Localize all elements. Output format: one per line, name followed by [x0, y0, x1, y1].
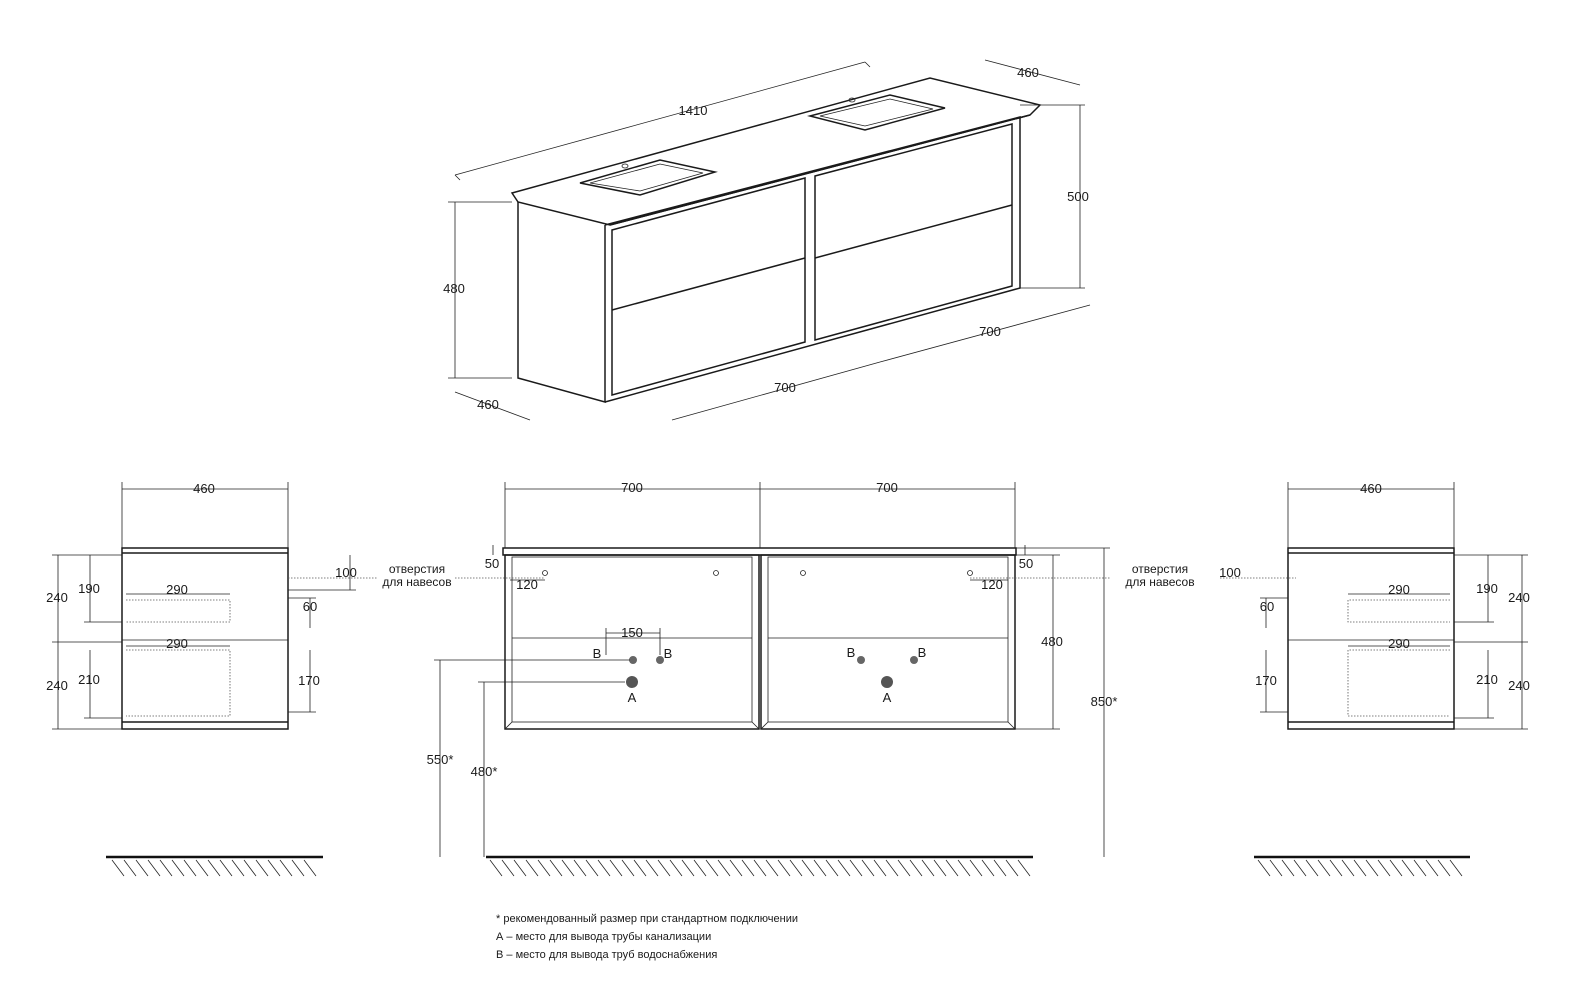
side-right-lower-height-label: 240: [1508, 678, 1530, 693]
front-top-offset-left-label: 50: [485, 556, 499, 571]
pipe-supply-left-2: [656, 656, 664, 664]
side-right-holes-label-1: отверстия: [1132, 562, 1188, 576]
pipe-supply-right-1: [857, 656, 865, 664]
side-right-gap-label: 60: [1260, 599, 1274, 614]
front-side-offset-right-label: 120: [981, 577, 1003, 592]
label-b-right-2: B: [918, 645, 927, 660]
side-left-drawer2-height-label: 210: [78, 672, 100, 687]
side-left-width-label: 460: [193, 481, 215, 496]
front-total-height-label: 850*: [1091, 694, 1118, 709]
side-left-gap-label: 60: [303, 599, 317, 614]
front-width-right-label: 700: [876, 480, 898, 495]
pipe-supply-left-1: [629, 656, 637, 664]
side-left-hole-offset-label: 100: [335, 565, 357, 580]
label-b-right-1: B: [847, 645, 856, 660]
side-right-drawer2-depth-label: 290: [1388, 636, 1410, 651]
side-right-holes-label-2: для навесов: [1125, 575, 1194, 589]
iso-cabinet-side: [517, 202, 606, 403]
iso-length-label: 1410: [679, 103, 708, 118]
iso-countertop: [510, 77, 1042, 226]
iso-depth-bottom-label: 460: [477, 397, 499, 412]
side-right-hole-offset-label: 100: [1219, 565, 1241, 580]
iso-cabinet-front: [604, 116, 1021, 403]
note-recommended: * рекомендованный размер при стандартном…: [496, 913, 798, 925]
front-side-offset-left-label: 120: [516, 577, 538, 592]
iso-sink-right: [807, 94, 946, 131]
side-right-drawer1-height-label: 190: [1476, 581, 1498, 596]
label-a-right: A: [883, 690, 892, 705]
note-a: А – место для вывода трубы канализации: [496, 931, 712, 943]
side-view-left: 460 240 240 190 210 290 290 100 60 170 о…: [46, 481, 452, 877]
pipe-drain-right: [881, 676, 893, 688]
side-view-right: 460 240 240 190 210 290 290 100 60 170 о…: [1125, 481, 1530, 877]
label-a-left: A: [628, 690, 637, 705]
label-b-left-1: B: [593, 646, 602, 661]
side-right-inner-height-label: 170: [1255, 673, 1277, 688]
iso-sink-left: [579, 159, 718, 196]
iso-height-body-label: 480: [443, 281, 465, 296]
side-right-drawer1-depth-label: 290: [1388, 582, 1410, 597]
front-body-height-label: 480: [1041, 634, 1063, 649]
side-left-upper-height-label: 240: [46, 590, 68, 605]
front-supply-height-label: 480*: [471, 764, 498, 779]
side-left-drawer1-depth-label: 290: [166, 582, 188, 597]
pipe-supply-right-2: [910, 656, 918, 664]
pipe-drain-left: [626, 676, 638, 688]
ground-hatch-center: [489, 859, 1031, 877]
label-b-left-2: B: [664, 646, 673, 661]
iso-height-total-label: 500: [1067, 189, 1089, 204]
front-drain-height-label: 550*: [427, 752, 454, 767]
iso-width-left-label: 700: [774, 380, 796, 395]
note-b: В – место для вывода труб водоснабжения: [496, 949, 718, 961]
isometric-view: 1410 460 500 480 460 700 700: [443, 59, 1091, 421]
side-left-drawer2-depth-label: 290: [166, 636, 188, 651]
side-left-holes-label-1: отверстия: [389, 562, 445, 576]
side-right-upper-height-label: 240: [1508, 590, 1530, 605]
front-pipe-spacing-label: 150: [621, 625, 643, 640]
notes-block: * рекомендованный размер при стандартном…: [496, 910, 996, 964]
ground-hatch-right: [1257, 859, 1463, 877]
side-left-drawer1-height-label: 190: [78, 581, 100, 596]
iso-depth-top-label: 460: [1017, 65, 1039, 80]
side-left-lower-height-label: 240: [46, 678, 68, 693]
side-left-inner-height-label: 170: [298, 673, 320, 688]
front-top-offset-right-label: 50: [1019, 556, 1033, 571]
front-view: 700 700 50 120 50 120 150 480 850* 550* …: [427, 480, 1118, 877]
front-width-left-label: 700: [621, 480, 643, 495]
side-right-drawer2-height-label: 210: [1476, 672, 1498, 687]
side-right-width-label: 460: [1360, 481, 1382, 496]
ground-hatch-left: [111, 859, 317, 877]
iso-width-right-label: 700: [979, 324, 1001, 339]
side-left-holes-label-2: для навесов: [382, 575, 451, 589]
